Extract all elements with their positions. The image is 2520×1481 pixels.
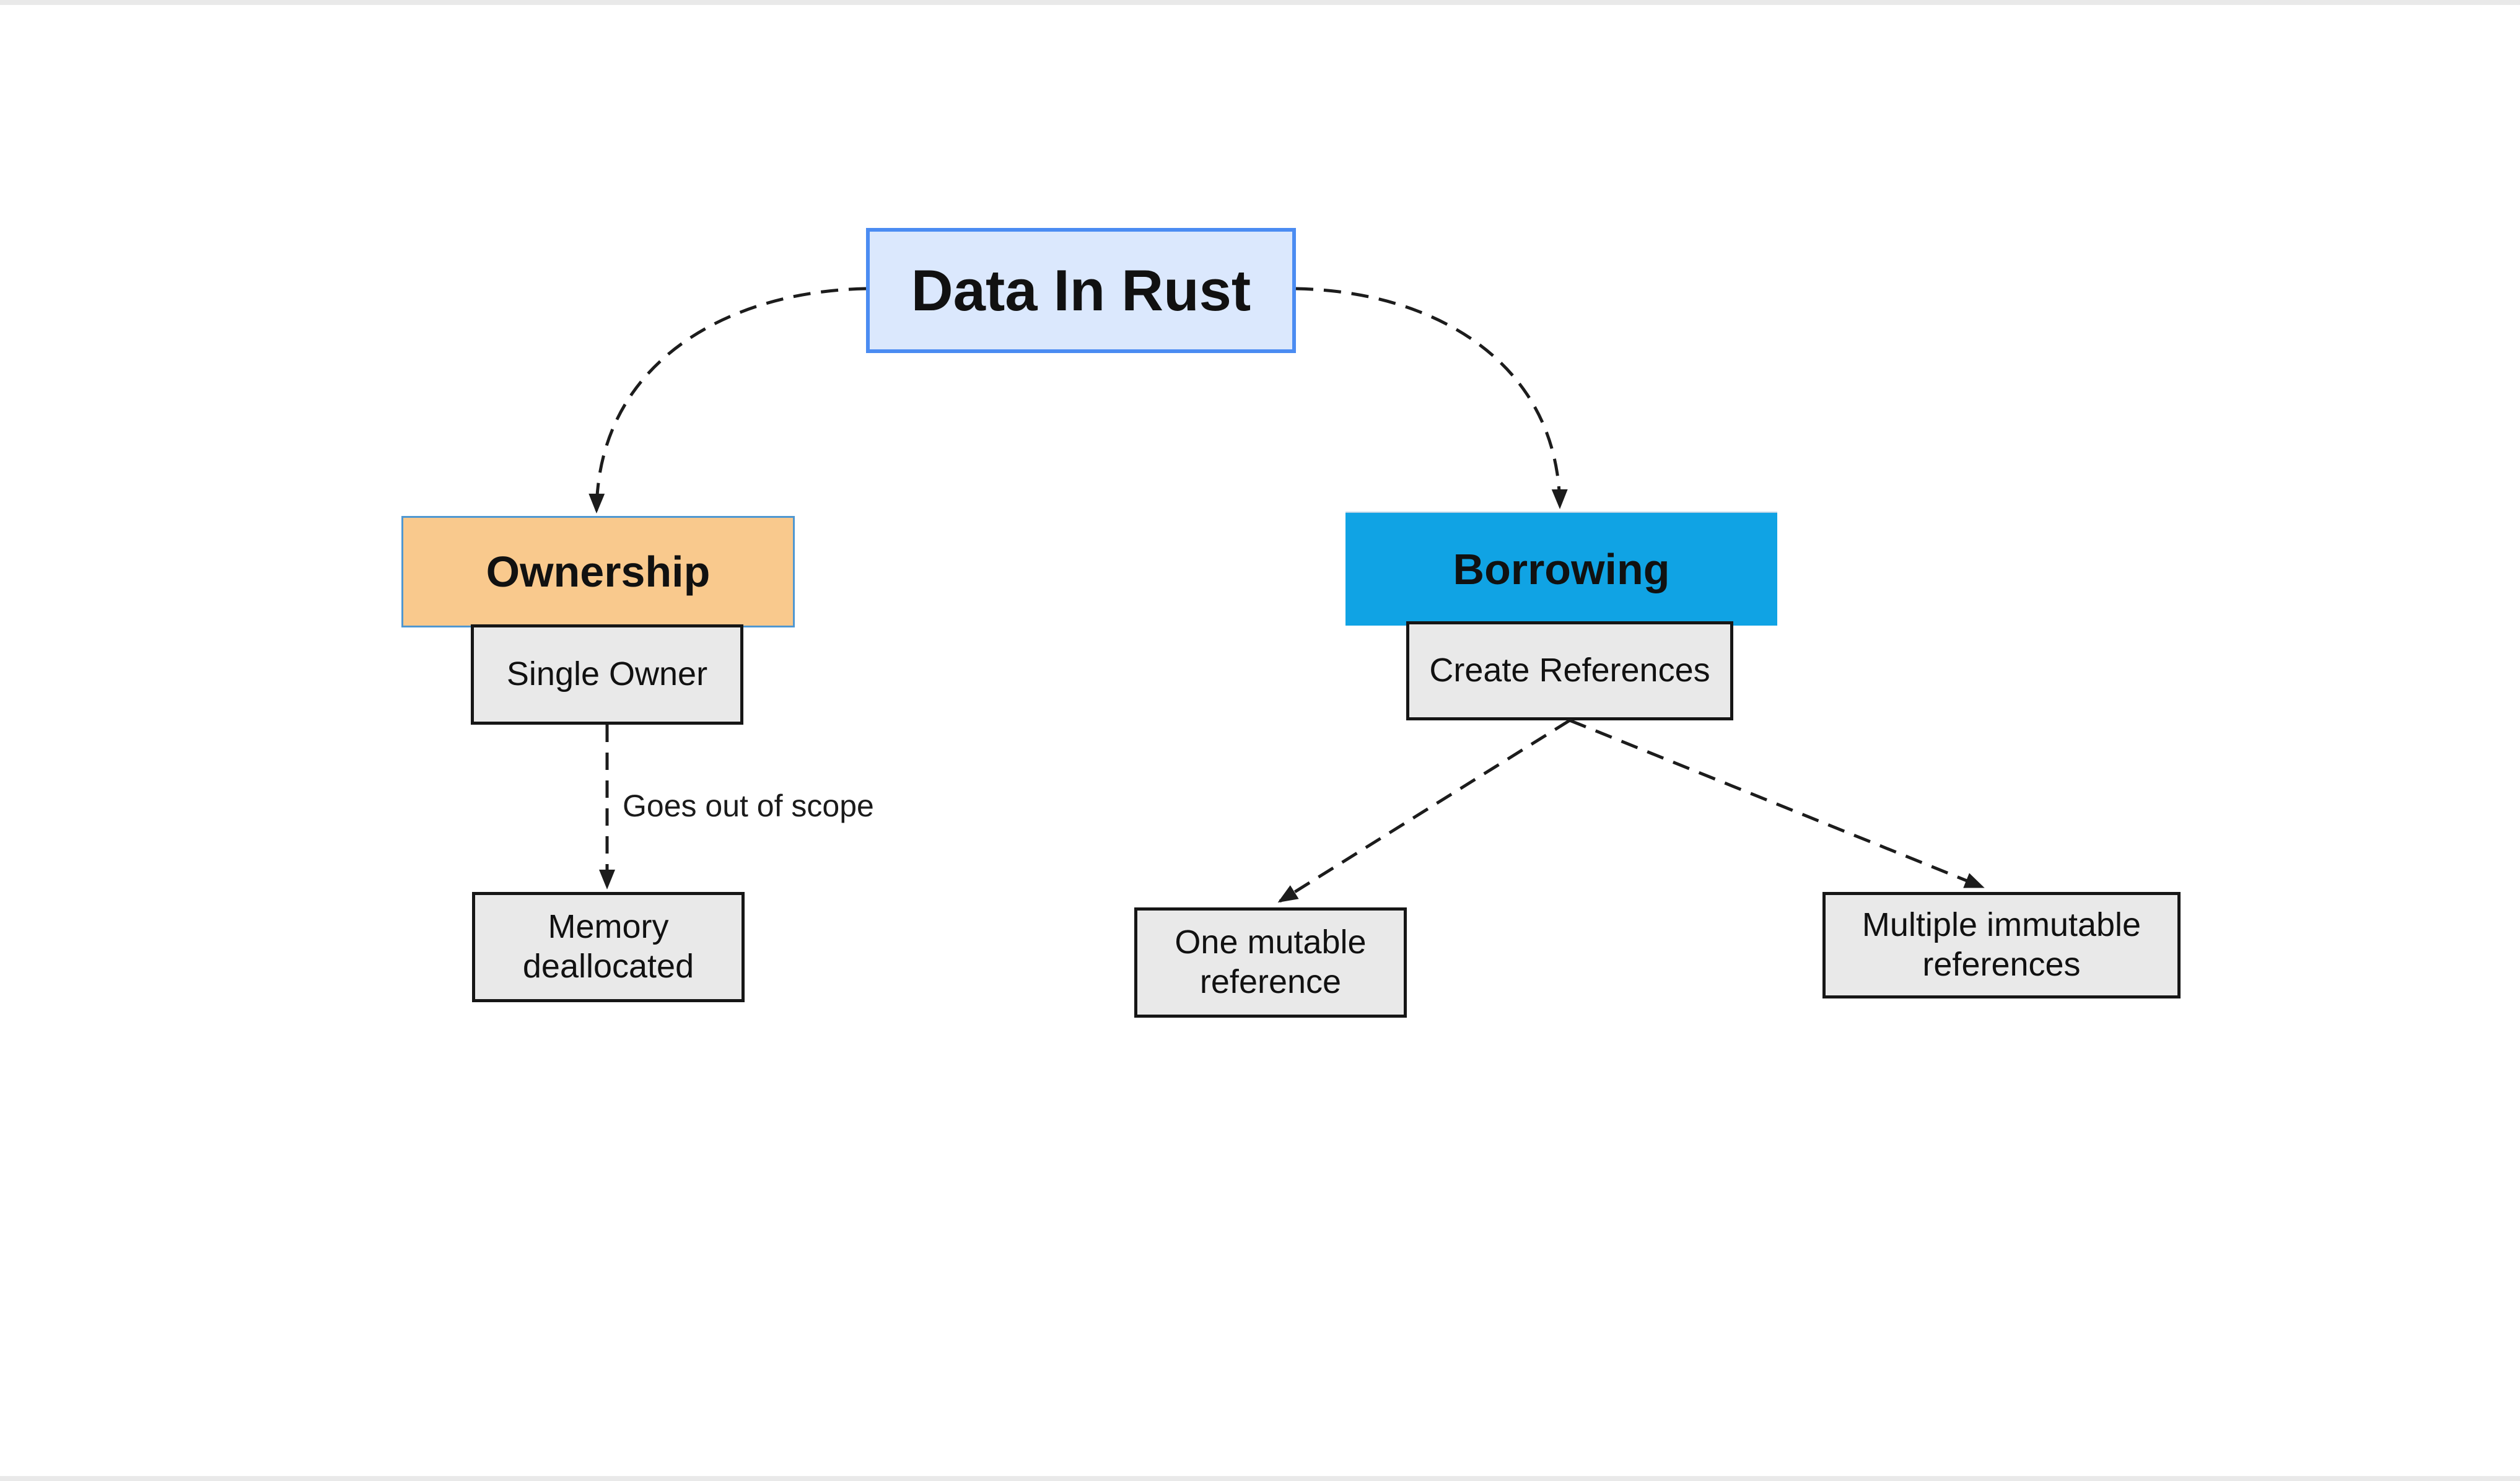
node-one-mutable-reference[interactable]: One mutable reference <box>1134 907 1407 1018</box>
canvas-bottom-edge <box>0 1476 2520 1481</box>
edge-title-to-ownership <box>588 287 867 513</box>
node-ownership-label: Ownership <box>486 547 711 596</box>
edge-createrefs-to-onemutable <box>1277 719 1571 903</box>
node-ownership[interactable]: Ownership <box>401 516 795 627</box>
edge-label-goes-out-of-scope: Goes out of scope <box>623 789 874 823</box>
node-one-mutable-reference-label: One mutable reference <box>1175 924 1367 1000</box>
node-memory-deallocated-label: Memory deallocated <box>522 908 694 985</box>
node-create-references[interactable]: Create References <box>1406 621 1733 720</box>
node-create-references-label: Create References <box>1429 652 1710 689</box>
node-single-owner-label: Single Owner <box>506 655 708 693</box>
node-data-in-rust-label: Data In Rust <box>911 257 1251 323</box>
edge-createrefs-to-multipleimmutable <box>1569 719 1985 889</box>
node-data-in-rust[interactable]: Data In Rust <box>866 228 1296 353</box>
node-memory-deallocated[interactable]: Memory deallocated <box>472 892 745 1002</box>
node-multiple-immutable-references[interactable]: Multiple immutable references <box>1822 892 2181 998</box>
node-multiple-immutable-references-label: Multiple immutable references <box>1862 906 2142 983</box>
edge-title-to-borrowing <box>1295 287 1568 509</box>
node-single-owner[interactable]: Single Owner <box>471 624 743 725</box>
node-borrowing-label: Borrowing <box>1453 544 1670 593</box>
node-borrowing[interactable]: Borrowing <box>1345 512 1777 626</box>
canvas-top-edge <box>0 0 2520 5</box>
